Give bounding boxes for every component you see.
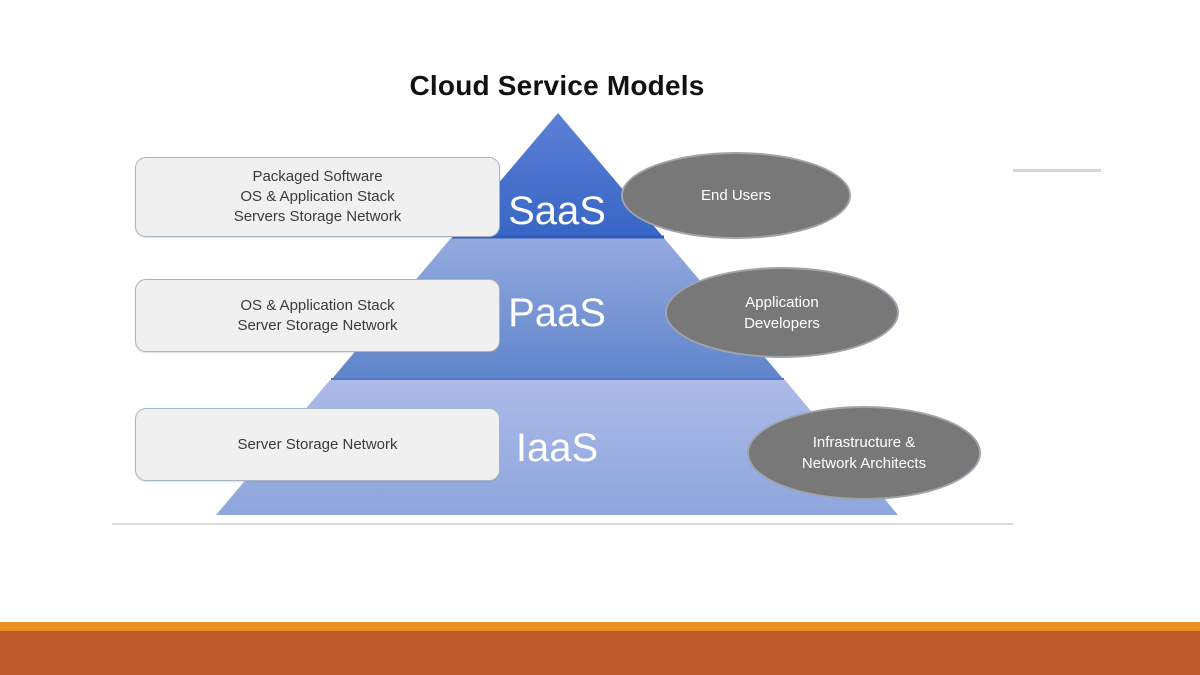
- stack-line: Server Storage Network: [237, 316, 398, 334]
- audience-ellipse-infrastructure-network-architects: Infrastructure & Network Architects: [747, 406, 981, 500]
- tier-label-saas: SaaS: [508, 189, 606, 233]
- audience-label: Infrastructure & Network Architects: [801, 434, 927, 472]
- tier-label-paas: PaaS: [508, 291, 606, 335]
- slide-title: Cloud Service Models: [409, 70, 705, 101]
- stack-box-saas: Packaged Software OS & Application Stack…: [135, 157, 500, 237]
- pyramid-tier-saas: [452, 113, 664, 238]
- audience-ellipse-application-developers: Application Developers: [665, 267, 899, 358]
- stack-box-iaas: Server Storage Network: [135, 408, 500, 481]
- audience-label: End Users: [700, 187, 772, 204]
- footer-bar: [0, 631, 1200, 675]
- top-right-rule: [1013, 169, 1101, 172]
- tier-label-iaas: IaaS: [515, 426, 599, 470]
- stack-line: Servers Storage Network: [233, 208, 402, 225]
- stack-box-paas: OS & Application Stack Server Storage Ne…: [135, 279, 500, 352]
- stack-line: OS & Application Stack: [240, 188, 395, 205]
- footer-accent-stripe: [0, 622, 1200, 631]
- stack-line: OS & Application Stack: [240, 296, 395, 314]
- audience-ellipse-end-users: End Users: [621, 152, 851, 239]
- pyramid-baseline-rule: [112, 523, 1013, 525]
- stack-line: Packaged Software: [252, 168, 383, 185]
- audience-label: Application Developers: [744, 293, 820, 332]
- stack-line: Server Storage Network: [237, 435, 398, 453]
